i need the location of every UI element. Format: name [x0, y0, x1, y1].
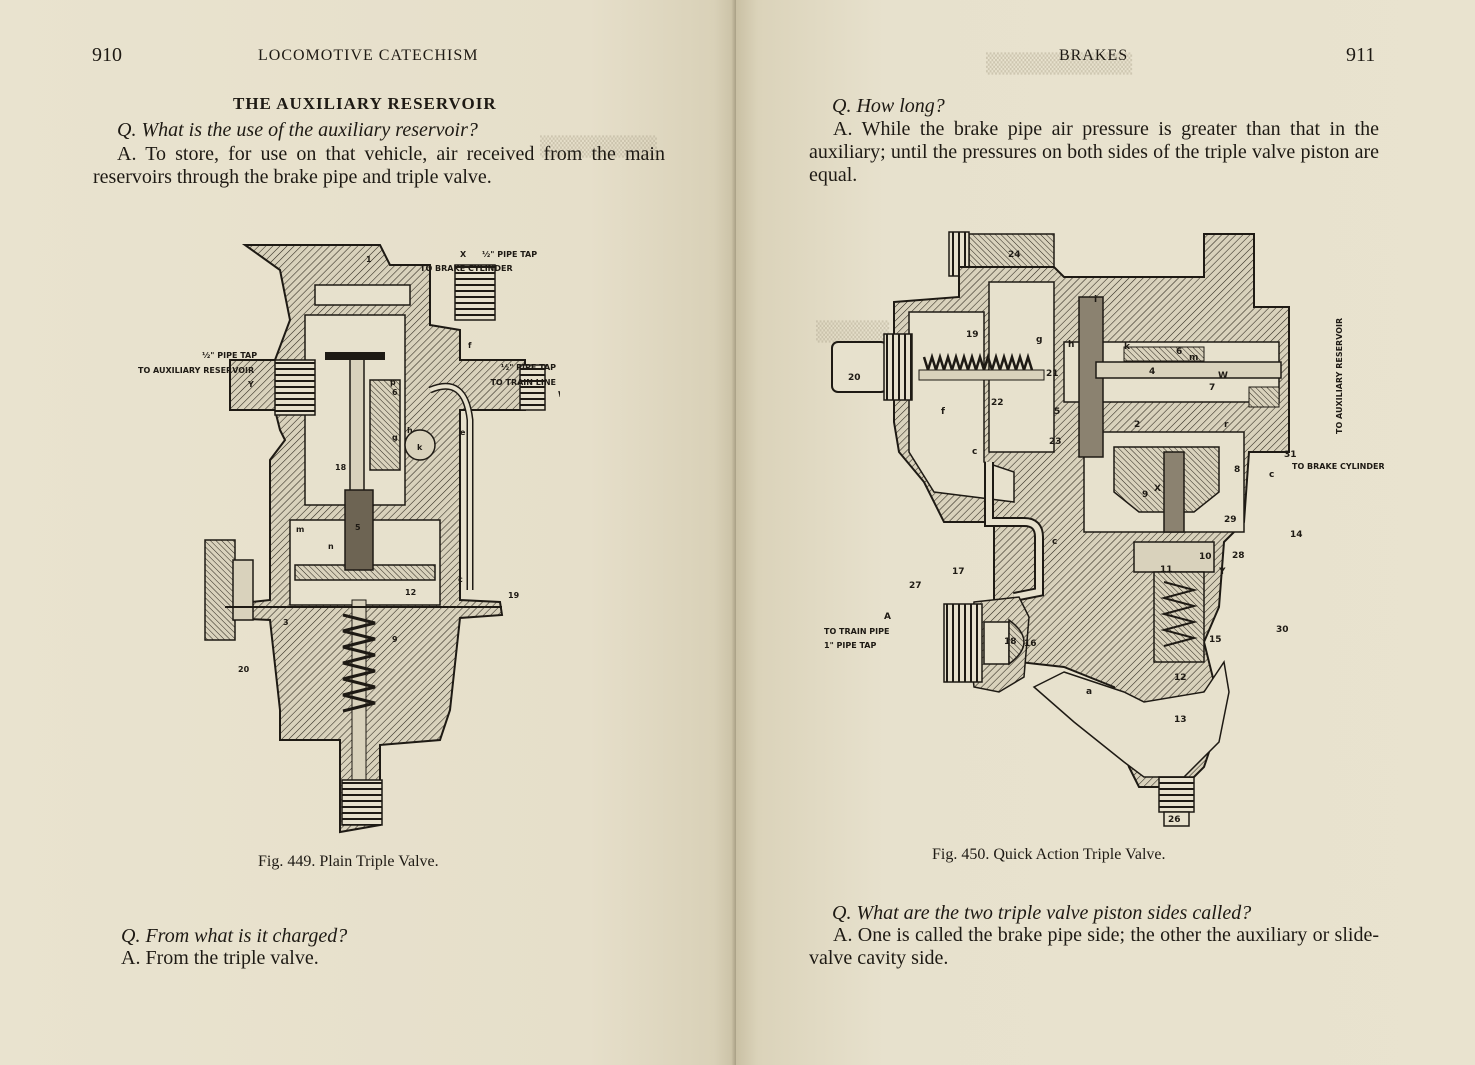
- label-pipe-tap-right: ½" PIPE TAP: [501, 362, 556, 372]
- label-to-brake-cylinder: TO BRAKE CYLINDER: [1292, 462, 1384, 471]
- label-18: 18: [1004, 637, 1017, 647]
- bleed-through-text-2: ▒▒▒▒▒: [816, 321, 890, 343]
- label-e: e: [460, 428, 466, 437]
- label-to-brake-cylinder: TO BRAKE CYLINDER: [420, 264, 513, 273]
- right-page: ▒▒▒▒▒▒▒▒▒▒ ▒▒▒▒▒ BRAKES 911 Q. How long?…: [736, 0, 1475, 1065]
- label-3: 3: [283, 618, 289, 627]
- label-g: g: [392, 433, 398, 442]
- question-1: Q. How long?: [832, 95, 945, 117]
- label-5: 5: [1054, 407, 1060, 417]
- label-19: 19: [966, 330, 979, 340]
- label-9: 9: [392, 635, 398, 644]
- label-pipe-tap-left: ½" PIPE TAP: [202, 350, 257, 360]
- label-27: 27: [909, 581, 922, 591]
- label-pipe-tap: 1" PIPE TAP: [824, 641, 877, 650]
- label-to-train-pipe: TO TRAIN PIPE: [824, 627, 889, 636]
- label-19: 19: [508, 591, 520, 600]
- label-16: 16: [1024, 639, 1037, 649]
- label-6: 6: [1176, 347, 1182, 357]
- label-11: 11: [1160, 565, 1173, 575]
- label-13: 13: [1174, 715, 1187, 725]
- label-26: 26: [1168, 815, 1181, 825]
- label-20: 20: [848, 373, 861, 383]
- running-head: BRAKES: [1059, 47, 1129, 64]
- question-2: Q. From what is it charged?: [121, 925, 348, 947]
- label-a-upper: A: [884, 612, 891, 622]
- label-to-train-line: TO TRAIN LINE: [490, 378, 556, 387]
- section-heading: THE AUXILIARY RESERVOIR: [233, 94, 497, 113]
- label-y: Y: [1218, 567, 1226, 577]
- label-6: 6: [392, 388, 398, 397]
- question-1: Q. What is the use of the auxiliary rese…: [117, 119, 478, 141]
- label-pipe-tap-top: ½" PIPE TAP: [482, 249, 537, 259]
- bleed-through-text: ▒▒▒▒▒▒▒▒: [540, 136, 657, 158]
- label-y: Y: [247, 380, 254, 389]
- question-2: Q. What are the two triple valve piston …: [832, 902, 1252, 924]
- label-x: X: [1154, 484, 1161, 494]
- label-5: 5: [355, 523, 361, 532]
- label-c: c: [458, 575, 463, 584]
- label-r: r: [1224, 420, 1229, 430]
- label-17: 17: [952, 567, 965, 577]
- left-page: ▒▒▒▒▒▒▒▒ 910 LOCOMOTIVE CATECHISM THE AU…: [0, 0, 736, 1065]
- label-f: f: [468, 341, 472, 350]
- label-w: W: [558, 390, 560, 399]
- label-m: m: [1189, 353, 1198, 363]
- label-1: 1: [366, 255, 372, 264]
- label-p: p: [390, 378, 396, 387]
- label-w: W: [1218, 371, 1228, 381]
- label-x: X: [460, 250, 467, 259]
- label-2: 2: [1134, 420, 1140, 430]
- label-c-lower: c: [1052, 537, 1057, 547]
- label-14: 14: [1290, 530, 1303, 540]
- label-24: 24: [1008, 250, 1021, 260]
- label-10: 10: [1199, 552, 1212, 562]
- label-i: i: [1094, 295, 1097, 305]
- figure-caption: Fig. 450. Quick Action Triple Valve.: [932, 846, 1166, 863]
- label-7: 7: [1209, 383, 1215, 393]
- label-9: 9: [1142, 490, 1148, 500]
- label-to-aux-reservoir: TO AUXILIARY RESERVOIR: [138, 366, 254, 375]
- label-m: m: [296, 525, 304, 534]
- label-29: 29: [1224, 515, 1237, 525]
- label-g: g: [1036, 335, 1042, 345]
- bleed-through-text: ▒▒▒▒▒▒▒▒▒▒: [986, 53, 1133, 75]
- page-number: 910: [92, 44, 122, 66]
- label-23: 23: [1049, 437, 1062, 447]
- label-15: 15: [1209, 635, 1222, 645]
- label-k: k: [1124, 342, 1131, 352]
- label-31: 31: [1284, 450, 1297, 460]
- page-number: 911: [1346, 44, 1376, 66]
- label-4: 4: [1149, 367, 1155, 377]
- label-h: h: [407, 426, 413, 435]
- label-f: f: [941, 407, 945, 417]
- answer-2: A. One is called the brake pipe side; th…: [809, 924, 1379, 969]
- answer-1: A. To store, for use on that vehicle, ai…: [93, 143, 665, 188]
- label-n: n: [328, 542, 334, 551]
- running-head: LOCOMOTIVE CATECHISM: [258, 47, 479, 64]
- label-22: 22: [991, 398, 1004, 408]
- label-18: 18: [335, 463, 347, 472]
- label-8: 8: [1234, 465, 1240, 475]
- figure-caption: Fig. 449. Plain Triple Valve.: [258, 853, 439, 870]
- label-a: a: [1086, 687, 1092, 697]
- quick-action-triple-valve-diagram: 24 19 20 21 22 23 g h i f 5 k 6 m 4 W 7 …: [824, 231, 1384, 827]
- label-20: 20: [238, 665, 250, 674]
- label-h: h: [1068, 340, 1074, 350]
- label-21: 21: [1046, 369, 1059, 379]
- label-k: k: [417, 443, 423, 452]
- answer-1: A. While the brake pipe air pressure is …: [809, 118, 1379, 186]
- label-12: 12: [1174, 673, 1187, 683]
- label-c-right: c: [1269, 470, 1274, 480]
- answer-2: A. From the triple valve.: [121, 947, 319, 969]
- label-30: 30: [1276, 625, 1289, 635]
- plain-triple-valve-diagram: X ½" PIPE TAP TO BRAKE CYLINDER ½" PIPE …: [138, 244, 560, 834]
- label-c-upper: c: [972, 447, 977, 457]
- label-28: 28: [1232, 551, 1245, 561]
- label-12: 12: [405, 588, 416, 597]
- label-to-aux-reservoir: TO AUXILIARY RESERVOIR: [1335, 318, 1344, 434]
